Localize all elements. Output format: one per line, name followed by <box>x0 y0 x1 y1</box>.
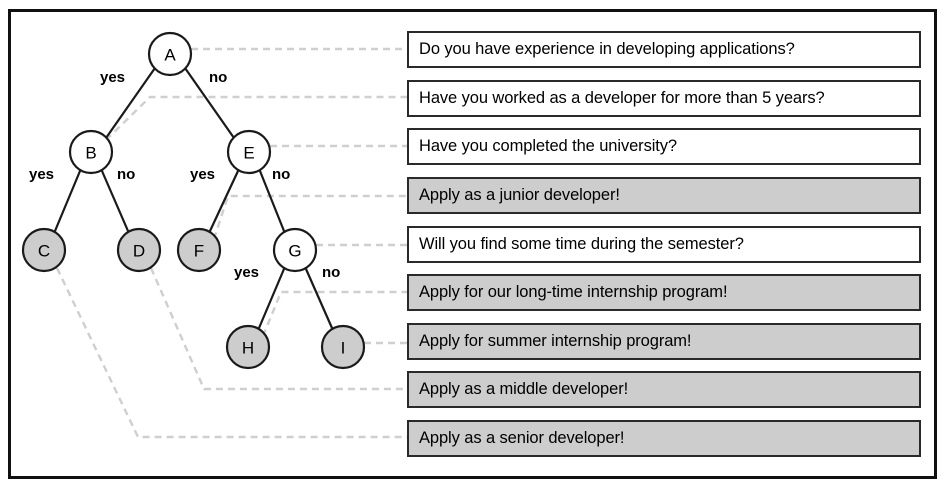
edge-G-I <box>304 267 334 330</box>
statement-box-F[interactable]: Apply as a junior developer! <box>407 177 921 214</box>
node-label-F: F <box>194 242 204 261</box>
statement-box-E[interactable]: Have you completed the university? <box>407 128 921 165</box>
statement-text-G: Will you find some time during the semes… <box>419 235 744 253</box>
node-B[interactable] <box>68 129 114 175</box>
connector-B <box>105 95 407 141</box>
edge-label-E-F: yes <box>190 166 216 183</box>
edge-B-D <box>100 169 130 233</box>
statement-box-G[interactable]: Will you find some time during the semes… <box>407 226 921 263</box>
node-I[interactable] <box>320 324 366 370</box>
edge-A-E <box>183 66 236 140</box>
edge-label-E-G: no <box>272 166 291 183</box>
node-A[interactable] <box>147 31 193 77</box>
statement-text-H: Apply for our long-time internship progr… <box>419 283 728 301</box>
edge-label-G-H: yes <box>234 264 260 281</box>
statement-box-C[interactable]: Apply as a senior developer! <box>407 420 921 457</box>
connector-H <box>261 290 407 337</box>
edge-label-B-C: yes <box>29 166 55 183</box>
statement-text-E: Have you completed the university? <box>419 137 677 155</box>
node-label-A: A <box>164 46 176 65</box>
node-group: A B E C D F G H I <box>21 31 366 370</box>
edge-B-C <box>53 169 82 233</box>
node-label-D: D <box>133 242 145 261</box>
edge-E-F <box>208 169 240 233</box>
edge-label-A-B: yes <box>100 69 126 86</box>
node-F[interactable] <box>176 227 222 273</box>
statement-box-I[interactable]: Apply for summer internship program! <box>407 323 921 360</box>
node-H[interactable] <box>225 324 271 370</box>
node-label-G: G <box>288 242 301 261</box>
statement-box-D[interactable]: Apply as a middle developer! <box>407 371 921 408</box>
statement-text-F: Apply as a junior developer! <box>419 186 620 204</box>
node-label-H: H <box>242 339 254 358</box>
node-label-E: E <box>243 144 254 163</box>
connector-D <box>149 267 407 391</box>
statement-box-B[interactable]: Have you worked as a developer for more … <box>407 80 921 117</box>
node-label-B: B <box>85 144 96 163</box>
connector-F <box>212 194 407 240</box>
node-E[interactable] <box>226 129 272 175</box>
connector-C <box>55 267 407 439</box>
edge-label-A-E: no <box>209 69 228 86</box>
node-C[interactable] <box>21 227 67 273</box>
connector-group <box>55 47 407 439</box>
node-label-I: I <box>341 339 346 358</box>
node-label-C: C <box>38 242 50 261</box>
statement-box-H[interactable]: Apply for our long-time internship progr… <box>407 274 921 311</box>
edge-A-B <box>104 66 157 140</box>
statement-text-I: Apply for summer internship program! <box>419 332 692 350</box>
node-G[interactable] <box>272 227 318 273</box>
statement-box-A[interactable]: Do you have experience in developing app… <box>407 31 921 68</box>
edge-label-B-D: no <box>117 166 136 183</box>
edge-label-G-I: no <box>322 264 341 281</box>
edge-E-G <box>258 169 286 233</box>
edge-G-H <box>257 267 286 330</box>
statement-text-D: Apply as a middle developer! <box>419 380 629 398</box>
edge-group <box>53 66 334 330</box>
statement-text-A: Do you have experience in developing app… <box>419 40 795 58</box>
statement-text-B: Have you worked as a developer for more … <box>419 89 825 107</box>
statement-text-C: Apply as a senior developer! <box>419 429 625 447</box>
node-D[interactable] <box>116 227 162 273</box>
